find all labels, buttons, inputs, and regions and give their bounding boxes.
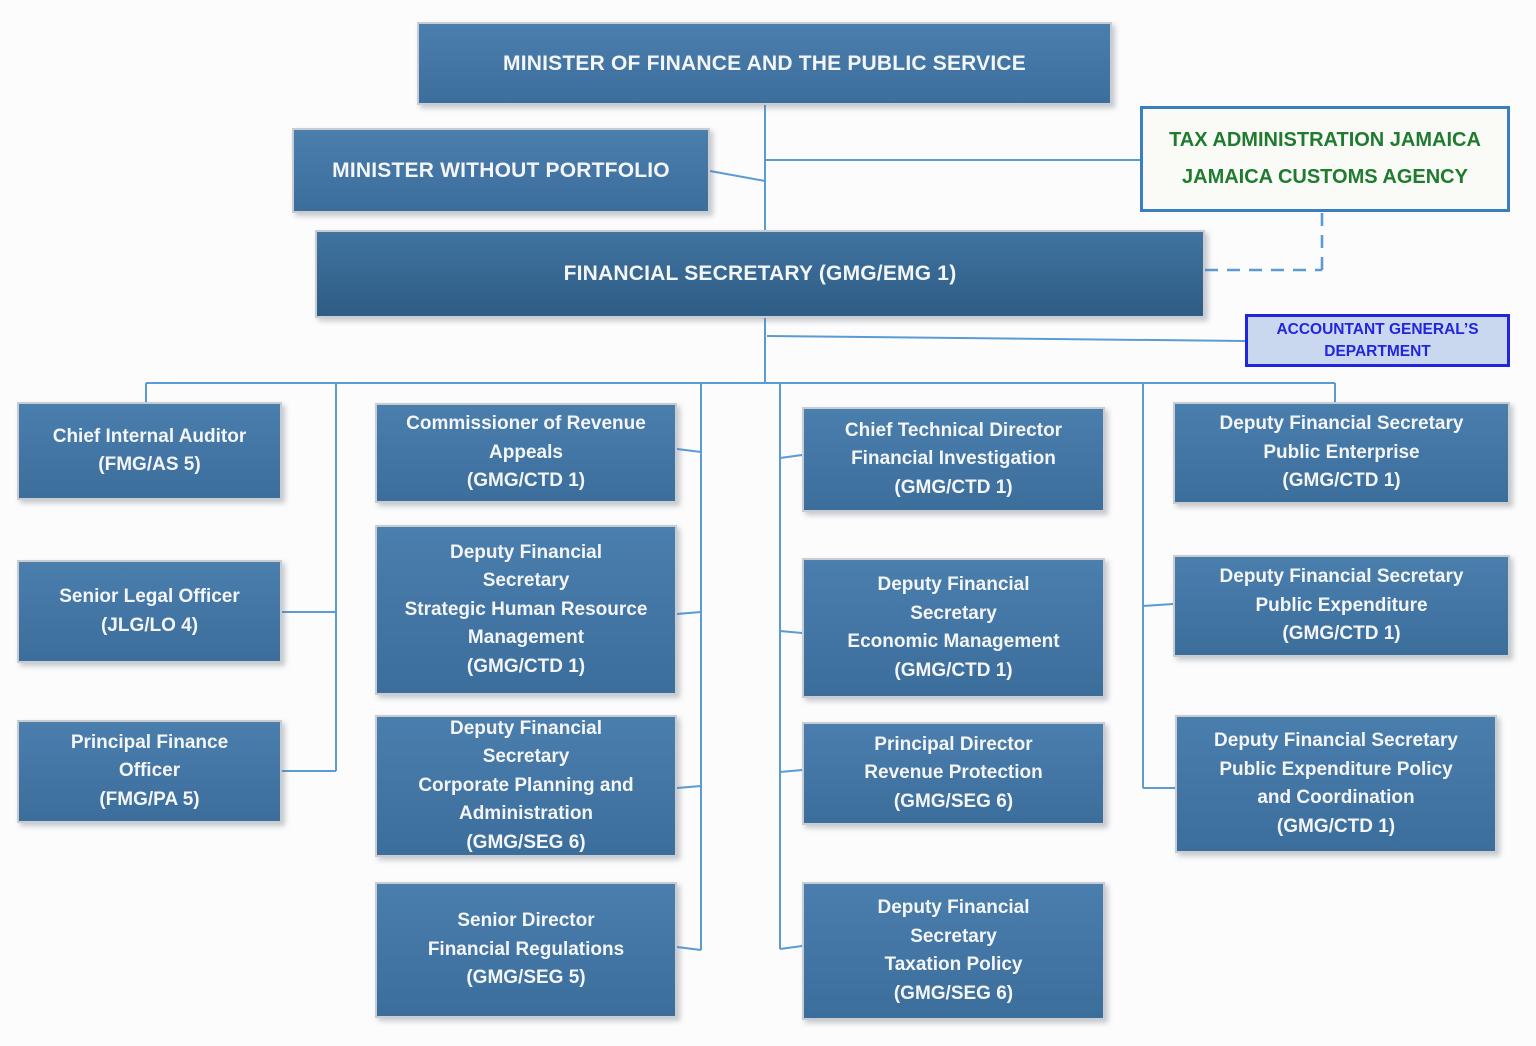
node-text-line: Deputy Financial — [877, 897, 1030, 918]
connector-line — [1142, 603, 1174, 607]
node-text-line: (GMG/CTD 1) — [1282, 470, 1401, 492]
node-text-line: Secretary — [910, 602, 997, 624]
connector-line — [779, 454, 803, 459]
node-text-line: (FMG/AS 5) — [98, 454, 201, 475]
node-text-line: Deputy Financial — [877, 574, 1030, 595]
connector-line — [766, 335, 1246, 342]
node-text-line: Secretary — [482, 570, 570, 592]
node-text-line: FINANCIAL SECRETARY (GMG/EMG 1) — [563, 262, 957, 286]
accountant-general-department-box: ACCOUNTANT GENERAL’S DEPARTMENT — [1245, 314, 1510, 367]
node-text-line: TAX ADMINISTRATION JAMAICA — [1169, 129, 1481, 151]
node-text-line: Principal Finance — [70, 731, 229, 753]
node-text-line: Commissioner of Revenue — [406, 413, 646, 435]
senior-legal-officer-box: Senior Legal Officer (JLG/LO 4) — [17, 560, 282, 663]
node-text-line: DEPARTMENT — [1324, 342, 1431, 360]
node-text-line: JAMAICA CUSTOMS AGENCY — [1182, 166, 1468, 188]
node-text-line: Deputy Financial Secretary — [1219, 413, 1464, 435]
connector-line — [676, 946, 702, 951]
financial-secretary-box: FINANCIAL SECRETARY (GMG/EMG 1) — [315, 230, 1205, 318]
node-text-line: Chief Internal Auditor — [52, 425, 247, 447]
connector-line — [709, 170, 766, 182]
node-text-line: Taxation Policy — [884, 954, 1023, 975]
node-text-line: (GMG/SEG 6) — [466, 831, 586, 853]
node-text-line: Public Expenditure — [1255, 594, 1428, 616]
node-text-line: Senior Legal Officer — [59, 586, 240, 607]
node-text-line: Appeals — [489, 441, 563, 463]
node-text-line: and Coordination — [1257, 787, 1415, 808]
node-text-line: Deputy Financial — [449, 717, 603, 739]
node-text-line: (GMG/CTD 1) — [466, 470, 586, 492]
connector-line — [779, 630, 803, 634]
node-text-line: Secretary — [482, 746, 570, 768]
node-text-line: (GMG/SEG 6) — [893, 982, 1014, 1004]
node-text-line: MINISTER OF FINANCE AND THE PUBLIC SERVI… — [503, 51, 1026, 75]
node-text-line: (GMG/CTD 1) — [1282, 623, 1401, 645]
node-text-line: Strategic Human Resource — [404, 598, 648, 620]
node-text-line: (FMG/PA 5) — [99, 788, 200, 810]
node-text-line: Deputy Financial Secretary — [1214, 730, 1458, 751]
node-text-line: Secretary — [910, 925, 997, 947]
connector-line — [779, 769, 803, 773]
minister-of-finance-box: MINISTER OF FINANCE AND THE PUBLIC SERVI… — [417, 22, 1112, 105]
node-text-line: Public Enterprise — [1263, 441, 1420, 463]
minister-without-portfolio-box: MINISTER WITHOUT PORTFOLIO — [292, 128, 710, 213]
node-text-line: Officer — [118, 760, 181, 782]
node-text-line: MINISTER WITHOUT PORTFOLIO — [332, 158, 670, 182]
node-text-line: (GMG/SEG 5) — [466, 967, 586, 989]
node-text-line: Management — [467, 627, 585, 649]
node-text-line: Chief Technical Director — [844, 419, 1063, 441]
node-text-line: Financial Investigation — [851, 448, 1056, 470]
node-text-line: Administration — [458, 803, 594, 825]
node-text-line: Senior Director — [457, 910, 595, 932]
node-text-line: Financial Regulations — [427, 938, 625, 960]
connector-line — [676, 611, 702, 615]
node-text-line: Public Expenditure Policy — [1219, 758, 1453, 780]
connector-line — [779, 945, 803, 950]
node-text-line: (GMG/CTD 1) — [1276, 815, 1396, 837]
node-text-line: Principal Director — [874, 733, 1033, 755]
node-text-line: ACCOUNTANT GENERAL’S — [1276, 320, 1479, 338]
tax-agencies-box: TAX ADMINISTRATION JAMAICA JAMAICA CUSTOM… — [1140, 106, 1510, 212]
node-text-line: Economic Management — [847, 631, 1060, 652]
node-text-line: (GMG/CTD 1) — [894, 659, 1013, 681]
node-text-line: (GMG/CTD 1) — [894, 476, 1013, 498]
node-text-line: Deputy Financial Secretary — [1219, 566, 1464, 588]
node-text-line: (GMG/CTD 1) — [466, 655, 586, 677]
connector-line — [676, 448, 702, 453]
node-text-line: Revenue Protection — [864, 762, 1043, 784]
connector-line — [676, 785, 702, 789]
node-text-line: Deputy Financial — [449, 541, 603, 563]
node-text-line: (JLG/LO 4) — [100, 614, 199, 636]
node-text-line: (GMG/SEG 6) — [893, 790, 1014, 812]
node-text-line: Corporate Planning and — [418, 774, 634, 796]
chief-internal-auditor-box: Chief Internal Auditor (FMG/AS 5) — [17, 402, 282, 500]
